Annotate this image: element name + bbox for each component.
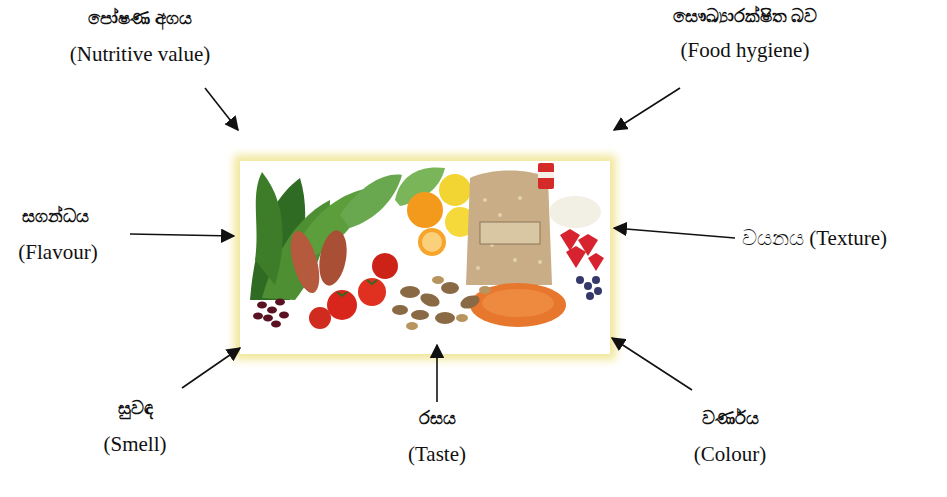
label-text: සගන්ධය <box>22 206 89 227</box>
label-text: (Flavour) <box>18 240 97 264</box>
label-text: වයනය (Texture) <box>742 226 887 250</box>
label-text: වර්ණය <box>702 408 759 429</box>
label-text: සෞඛ්‍යාරක්ෂිත බව <box>673 6 818 27</box>
photo-ground <box>240 161 610 354</box>
photo-frame <box>234 155 616 360</box>
leader-arrows <box>130 88 735 402</box>
label-text: සුවඳ <box>118 398 153 419</box>
label-text: (Nutritive value) <box>70 42 211 66</box>
label-text: පෝෂණ අගය <box>88 8 192 29</box>
label-text: (Taste) <box>408 442 466 466</box>
label-text: (Food hygiene) <box>681 38 810 62</box>
label-text: (Colour) <box>694 442 766 466</box>
label-text: (Smell) <box>104 432 167 456</box>
label-text: රසය <box>419 408 456 429</box>
food-photo <box>250 163 604 330</box>
